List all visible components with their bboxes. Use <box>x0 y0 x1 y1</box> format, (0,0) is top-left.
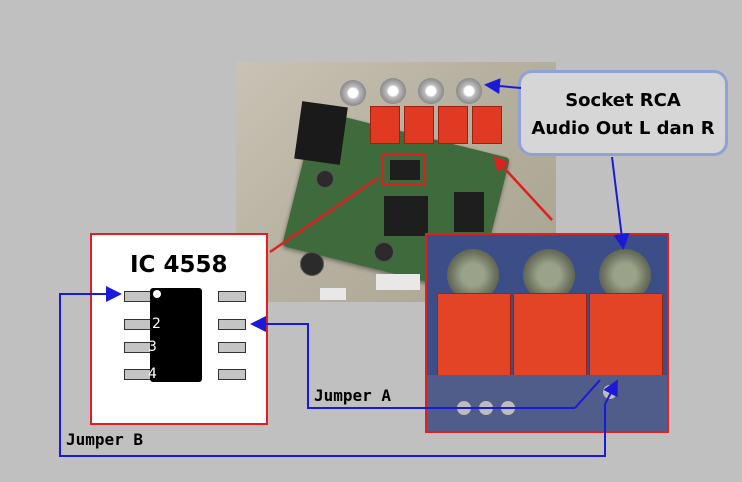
chip-highlight <box>382 155 424 185</box>
callout-arrow-zoom <box>612 157 623 246</box>
callout-arrow-photo <box>488 85 521 88</box>
jumper-a-label: Jumper A <box>314 386 391 405</box>
jumper-b-arrow <box>605 383 616 404</box>
jumper-a-line <box>254 324 575 408</box>
ic-pointer-line <box>270 178 378 252</box>
jumper-b-label: Jumper B <box>66 430 143 449</box>
zoom-pointer-arrow <box>495 158 552 220</box>
jumper-a-lead <box>575 380 600 408</box>
